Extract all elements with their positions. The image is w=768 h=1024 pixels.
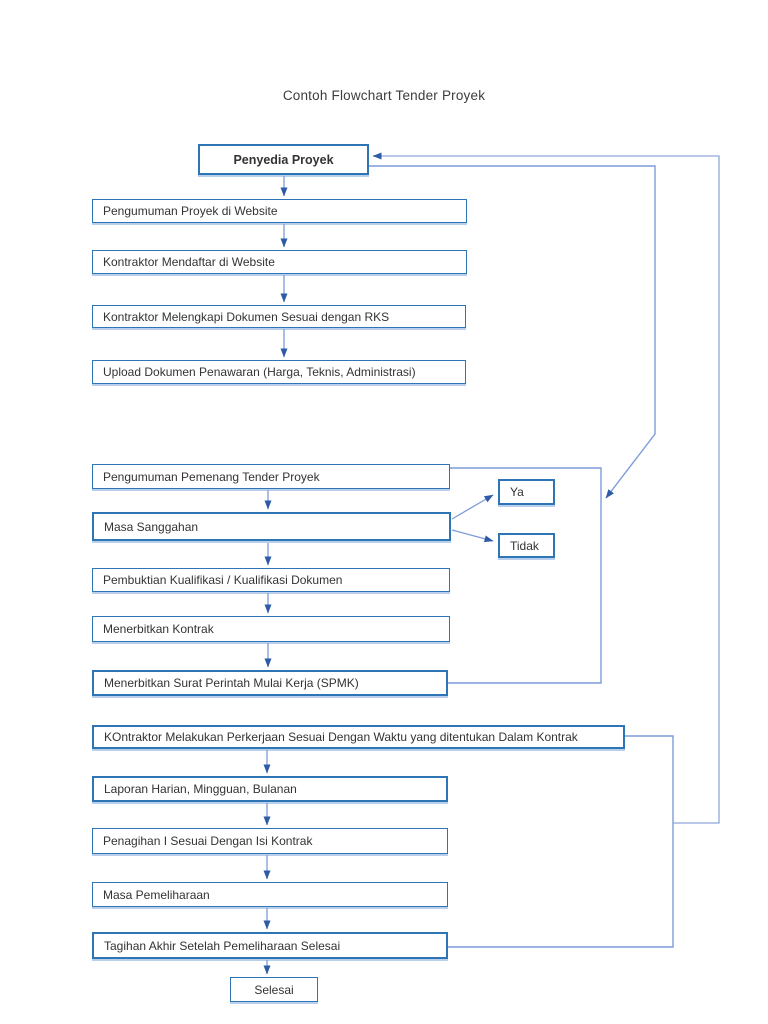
flow-node-kontraktor-mendaftar: Kontraktor Mendaftar di Website [92,250,467,274]
diagram-title: Contoh Flowchart Tender Proyek [282,88,486,103]
flow-node-kontraktor-melakukan: KOntraktor Melakukan Perkerjaan Sesuai D… [92,725,625,749]
flow-node-masa-pemeliharaan: Masa Pemeliharaan [92,882,448,907]
flow-node-masa-sanggahan: Masa Sanggahan [92,512,451,541]
flow-node-spmk: Menerbitkan Surat Perintah Mulai Kerja (… [92,670,448,696]
flow-node-upload-dokumen: Upload Dokumen Penawaran (Harga, Teknis,… [92,360,466,384]
flow-node-tidak: Tidak [498,533,555,558]
flow-node-ya: Ya [498,479,555,505]
flow-node-menerbitkan-kontrak: Menerbitkan Kontrak [92,616,450,642]
flow-node-kontraktor-melengkapi: Kontraktor Melengkapi Dokumen Sesuai den… [92,305,466,328]
flow-node-pengumuman-pemenang: Pengumuman Pemenang Tender Proyek [92,464,450,489]
flow-node-laporan: Laporan Harian, Mingguan, Bulanan [92,776,448,802]
flow-node-penyedia-proyek: Penyedia Proyek [198,144,369,175]
arrow-sanggahan-to-tidak [451,529,494,543]
flow-node-tagihan-akhir: Tagihan Akhir Setelah Pemeliharaan Seles… [92,932,448,959]
flow-node-penagihan: Penagihan I Sesuai Dengan Isi Kontrak [92,828,448,854]
flow-node-pembuktian: Pembuktian Kualifikasi / Kualifikasi Dok… [92,568,450,592]
flow-node-pengumuman-proyek: Pengumuman Proyek di Website [92,199,467,223]
flow-node-selesai: Selesai [230,977,318,1002]
line-melakukan-tagihan-join [448,735,674,948]
arrow-sanggahan-to-ya [451,494,494,520]
